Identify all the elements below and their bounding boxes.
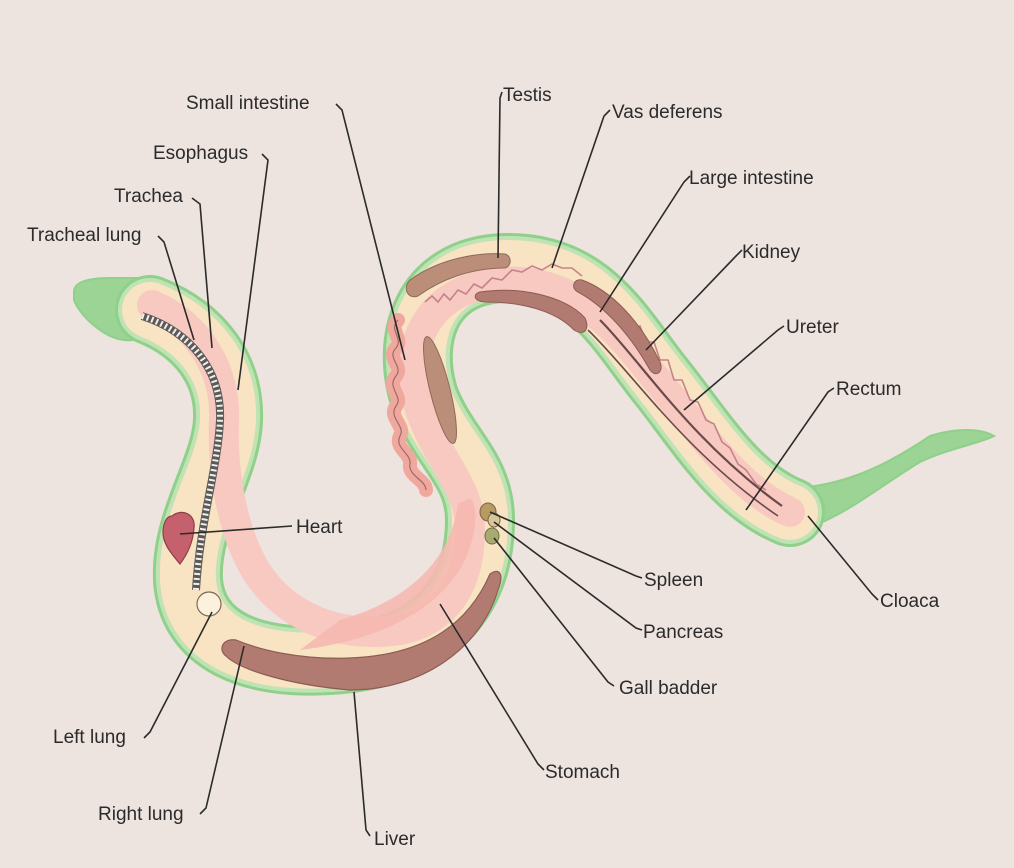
leader-tracheal-lung <box>157 235 195 341</box>
label-ureter: Ureter <box>786 317 839 338</box>
vas-deferens-organ <box>424 263 583 304</box>
labels: Small intestine Esophagus Trachea Trache… <box>27 85 940 850</box>
label-stomach: Stomach <box>545 762 620 783</box>
leader-left-lung <box>143 611 213 739</box>
label-kidney: Kidney <box>742 242 801 263</box>
leader-gall-badder <box>493 537 615 687</box>
leader-stomach <box>439 603 545 771</box>
label-vas-deferens: Vas deferens <box>612 102 723 123</box>
heart-organ <box>162 511 195 565</box>
rectum-organ <box>587 329 779 517</box>
label-testis: Testis <box>503 85 552 106</box>
trachea-rings <box>141 313 224 591</box>
label-left-lung: Left lung <box>53 727 126 748</box>
leader-vas-deferens <box>551 109 611 269</box>
label-spleen: Spleen <box>644 570 703 591</box>
ureter-organ <box>599 319 783 507</box>
leader-kidney <box>645 249 743 351</box>
leader-right-lung <box>199 645 245 815</box>
leader-testis <box>497 91 503 259</box>
leader-small-intestine <box>335 103 406 361</box>
leader-pancreas <box>493 521 643 631</box>
small-intestine-outline <box>392 319 427 491</box>
label-gall-badder: Gall badder <box>619 678 718 699</box>
leader-esophagus <box>237 153 269 391</box>
label-cloaca: Cloaca <box>880 591 940 612</box>
liver-organ <box>221 570 502 691</box>
leader-liver <box>353 691 371 837</box>
leader-ureter <box>683 325 785 411</box>
kidney-organ <box>573 279 662 375</box>
label-rectum: Rectum <box>836 379 901 400</box>
label-heart: Heart <box>296 517 343 538</box>
leader-cloaca <box>807 515 879 601</box>
label-liver: Liver <box>374 829 416 850</box>
large-intestine-organ <box>474 289 588 333</box>
leader-large-intestine <box>599 175 691 313</box>
label-trachea: Trachea <box>114 186 183 207</box>
organs <box>140 253 783 691</box>
label-tracheal-lung: Tracheal lung <box>27 225 141 246</box>
label-right-lung: Right lung <box>98 804 184 825</box>
leader-trachea <box>191 197 213 349</box>
label-pancreas: Pancreas <box>643 622 723 643</box>
label-large-intestine: Large intestine <box>689 168 814 189</box>
testis-organ <box>405 253 511 298</box>
leader-rectum <box>745 387 835 511</box>
inner-curve-organ <box>423 336 457 444</box>
snake-tail <box>767 429 997 532</box>
label-small-intestine: Small intestine <box>186 93 310 114</box>
leader-lines <box>143 91 879 837</box>
stomach-organ <box>300 498 476 650</box>
label-esophagus: Esophagus <box>153 143 248 164</box>
leader-spleen <box>489 511 643 579</box>
leader-heart <box>179 525 293 535</box>
left-lung-organ <box>196 591 222 617</box>
